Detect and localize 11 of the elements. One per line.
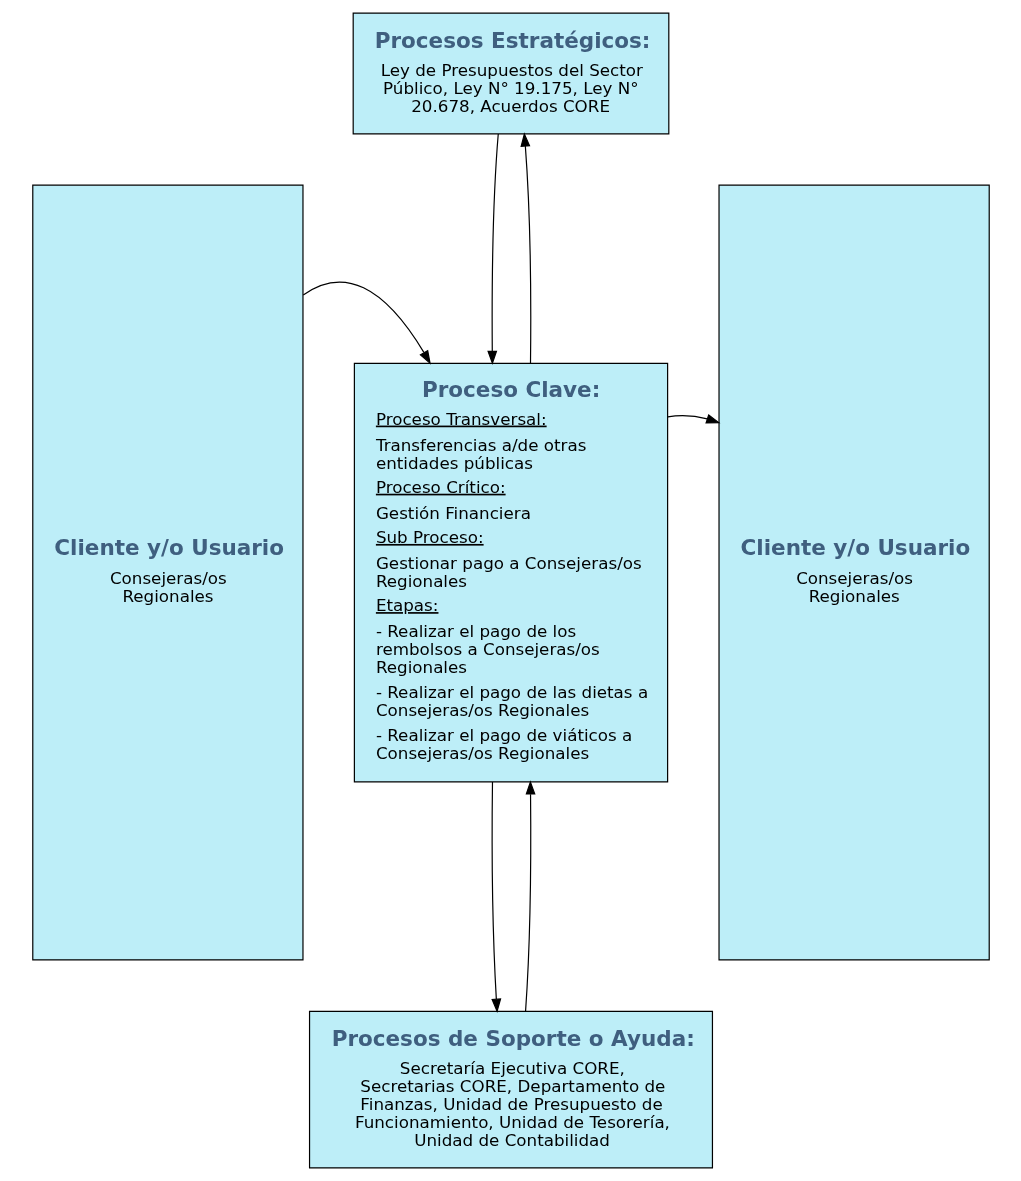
node-box: Cliente y/o Usuario Consejeras/os Regionales [31, 184, 304, 961]
arrow [302, 281, 431, 365]
arrow [519, 132, 531, 364]
node-box: Procesos Estratégicos: Ley de Presupuestos del Sector Público, Ley N° 19.175, Ley N° 20.678, Acuerdos CORE [352, 12, 669, 135]
arrow [666, 414, 720, 424]
arrow [490, 781, 501, 1013]
node-box: Proceso Clave: Proceso Transversal: Transferencias a/de otras entidades públicas Proceso Crítico: Gestión Financiera Sub Proceso: Gestionar pago a Consejeras/os Regionales Etapas: - Realizar el pago de los rembolsos a Consejeras/os Regionales - Realizar el pago de las dietas a Consejeras/os Regionales - Realizar el pago de viáticos a Consejeras/os Regionales [353, 362, 668, 783]
node-box: Procesos de Soporte o Ayuda: Secretaría Ejecutiva CORE, Secretarias CORE, Departamento de Finanzas, Unidad de Presupuesto de Funcionamiento, Unidad de Tesorería, Unidad de Contabilidad [308, 1010, 713, 1169]
arrow [486, 133, 499, 366]
node-box: Cliente y/o Usuario Consejeras/os Regionales [717, 184, 990, 961]
arrow [524, 780, 536, 1012]
